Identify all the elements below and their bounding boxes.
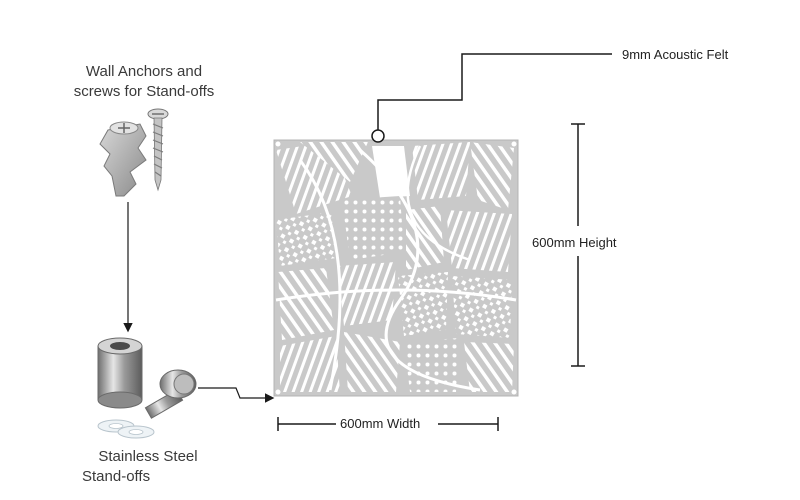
panel-region	[278, 268, 334, 340]
height-label: 600mm Height	[530, 233, 619, 253]
felt-callout-marker	[371, 129, 385, 143]
height-dimension	[571, 123, 585, 367]
width-label: 600mm Width	[340, 416, 421, 431]
panel-region	[276, 212, 336, 266]
panel-region	[398, 272, 448, 336]
felt-label: 9mm Acoustic Felt	[622, 47, 729, 62]
panel-region	[300, 142, 368, 182]
panel-region	[372, 146, 410, 198]
panel-curve	[275, 288, 517, 302]
washer-icon	[97, 419, 155, 439]
panel-region	[344, 332, 400, 392]
anchors-label-line1: Wall Anchors and	[85, 63, 203, 80]
panel-region	[464, 342, 514, 392]
panel-region	[342, 196, 404, 260]
panel-region	[470, 142, 514, 210]
panel-region	[412, 142, 470, 200]
panel-curve	[298, 159, 342, 391]
mounting-hole	[511, 141, 517, 147]
panel-region	[280, 336, 340, 392]
mounting-hole	[275, 389, 281, 395]
width-dimension	[277, 417, 499, 431]
panel-region	[452, 276, 512, 338]
panel-region	[338, 262, 396, 326]
wall-anchor-icon	[99, 121, 147, 197]
felt-callout	[371, 53, 612, 143]
panel-region	[404, 338, 460, 392]
panel-curve	[359, 148, 481, 392]
mounting-hole	[275, 141, 281, 147]
mounting-hole	[511, 389, 517, 395]
felt-leader-line	[377, 53, 612, 134]
standoffs-label-line2: Stand-offs	[82, 468, 151, 485]
panel-region	[446, 210, 512, 272]
standoffs-label-line1: Stainless Steel	[98, 448, 198, 465]
anchors-label-line2: screws for Stand-offs	[73, 83, 215, 100]
standoff-barrel-icon	[97, 337, 143, 409]
screw-icon	[147, 108, 169, 192]
panel-curve	[406, 145, 471, 262]
standoff-to-panel-arrow	[198, 387, 275, 403]
felt-panel	[273, 139, 519, 397]
standoff-cap-icon	[144, 369, 197, 419]
